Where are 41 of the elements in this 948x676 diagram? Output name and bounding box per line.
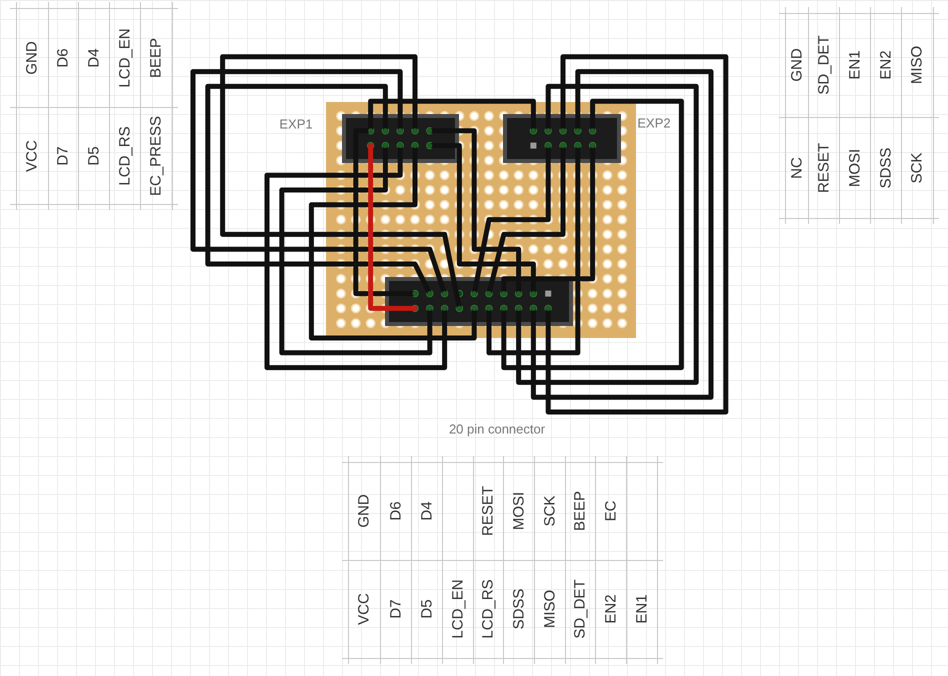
pin-label: VCC xyxy=(24,140,40,172)
pin-label: D5 xyxy=(419,599,434,619)
pin-label: D4 xyxy=(419,501,434,521)
pin-label: EN2 xyxy=(878,50,893,80)
pin-label: SDSS xyxy=(878,147,893,188)
pin-label: BEEP xyxy=(148,37,164,78)
pin-label: NC xyxy=(789,156,804,178)
pin-label: BEEP xyxy=(572,490,588,532)
pin-label: EN1 xyxy=(847,50,862,80)
pin-label: VCC xyxy=(356,593,372,625)
pin-label: EC xyxy=(603,500,618,522)
pin-label: D6 xyxy=(388,501,403,521)
pin-label: EC_PRESS xyxy=(148,115,164,196)
pin-label: RESET xyxy=(816,142,831,192)
pin-label: SCK xyxy=(910,152,924,183)
pin-label: GND xyxy=(789,48,804,82)
connector-label: EXP1 xyxy=(279,118,313,130)
pin-label: MISO xyxy=(542,590,557,628)
connector-label: 20 pin connector xyxy=(448,422,546,436)
pin-label: SD_DET xyxy=(572,579,588,639)
pin-label: D7 xyxy=(388,599,403,619)
pin-label: MOSI xyxy=(511,492,526,530)
pin-label: D4 xyxy=(86,48,101,68)
pin-label: D6 xyxy=(56,48,70,68)
pin-label: MOSI xyxy=(847,148,862,187)
pin-label: EN1 xyxy=(634,594,649,624)
pin-label: SDSS xyxy=(511,588,526,630)
pin-label: LCD_EN xyxy=(450,579,465,639)
pin-label: D7 xyxy=(56,146,70,166)
pin-label: LCD_RS xyxy=(117,126,132,186)
pin-label: D5 xyxy=(86,146,101,166)
pin-label: EN2 xyxy=(603,594,618,624)
pin-label: SCK xyxy=(542,496,557,526)
connector-label: EXP2 xyxy=(637,116,671,130)
pin-label: GND xyxy=(24,40,40,74)
pin-label: MISO xyxy=(910,46,924,84)
pin-label: LCD_RS xyxy=(480,579,496,639)
pin-label: SD_DET xyxy=(816,35,831,95)
pin-label: RESET xyxy=(480,486,496,536)
pin-label: LCD_EN xyxy=(117,28,132,88)
pin-label: GND xyxy=(356,494,372,528)
